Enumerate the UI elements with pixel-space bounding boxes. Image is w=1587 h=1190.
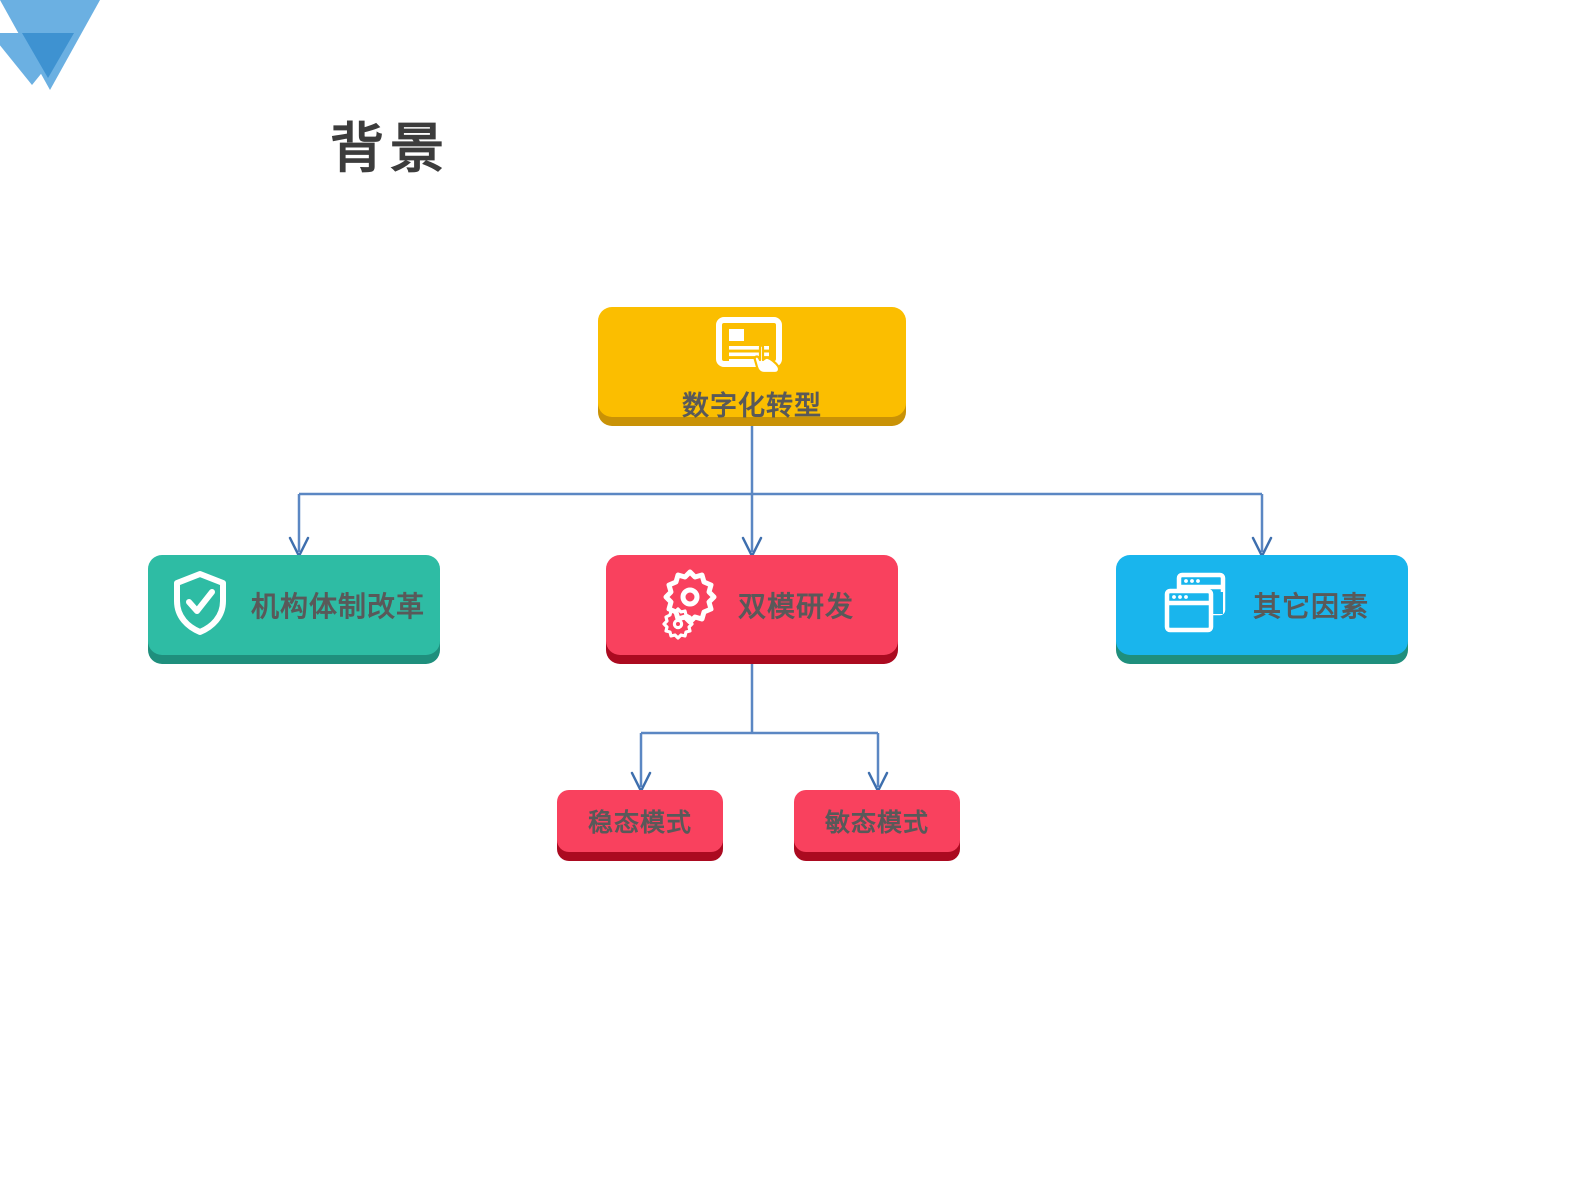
arrowhead-blue bbox=[1251, 536, 1273, 559]
arrowhead-red bbox=[741, 536, 763, 559]
gears-icon bbox=[656, 565, 718, 646]
brand-logo bbox=[0, 0, 130, 120]
node-label: 稳态模式 bbox=[587, 809, 692, 837]
node-label: 机构体制改革 bbox=[250, 591, 425, 622]
browser-windows-icon bbox=[1161, 570, 1231, 641]
document-card-click-icon bbox=[715, 317, 789, 380]
page-title: 背景 bbox=[330, 119, 450, 179]
node-label: 双模研发 bbox=[737, 591, 854, 622]
arrowhead-leaf1 bbox=[630, 771, 652, 794]
node-bimodal-rd[interactable]: 双模研发 bbox=[606, 555, 898, 655]
node-digital-transformation[interactable]: 数字化转型 bbox=[598, 307, 906, 421]
arrowhead-leaf2 bbox=[867, 771, 889, 794]
node-label: 数字化转型 bbox=[682, 391, 822, 421]
shield-check-icon bbox=[171, 570, 229, 641]
logo-triangles-icon bbox=[0, 0, 100, 90]
node-label: 其它因素 bbox=[1252, 591, 1369, 622]
node-other-factors[interactable]: 其它因素 bbox=[1116, 555, 1408, 655]
node-label: 敏态模式 bbox=[824, 809, 929, 837]
node-stable-mode[interactable]: 稳态模式 bbox=[557, 790, 723, 852]
arrowhead-green bbox=[288, 536, 310, 559]
node-agile-mode[interactable]: 敏态模式 bbox=[794, 790, 960, 852]
node-institutional-reform[interactable]: 机构体制改革 bbox=[148, 555, 440, 655]
